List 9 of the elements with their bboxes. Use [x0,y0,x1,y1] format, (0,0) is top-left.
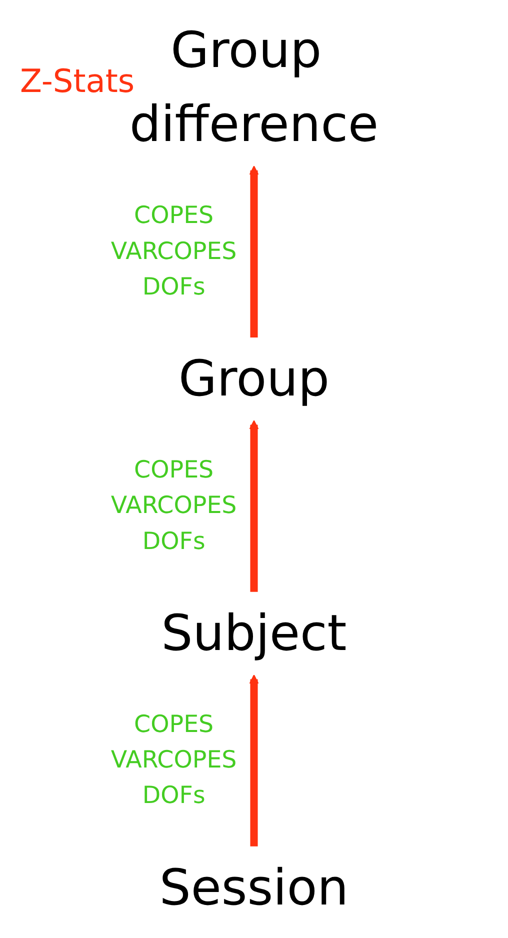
edge-label: COPES VARCOPES DOFs [110,457,237,556]
arrow [249,674,259,846]
edge-label: COPES VARCOPES DOFs [110,202,237,301]
node-text: Group [178,349,330,408]
edge-label: COPES VARCOPES DOFs [110,712,237,810]
arrow [249,166,259,338]
arrow [249,420,259,592]
node-text: Session [159,858,349,916]
node-text: Subject [161,604,347,662]
